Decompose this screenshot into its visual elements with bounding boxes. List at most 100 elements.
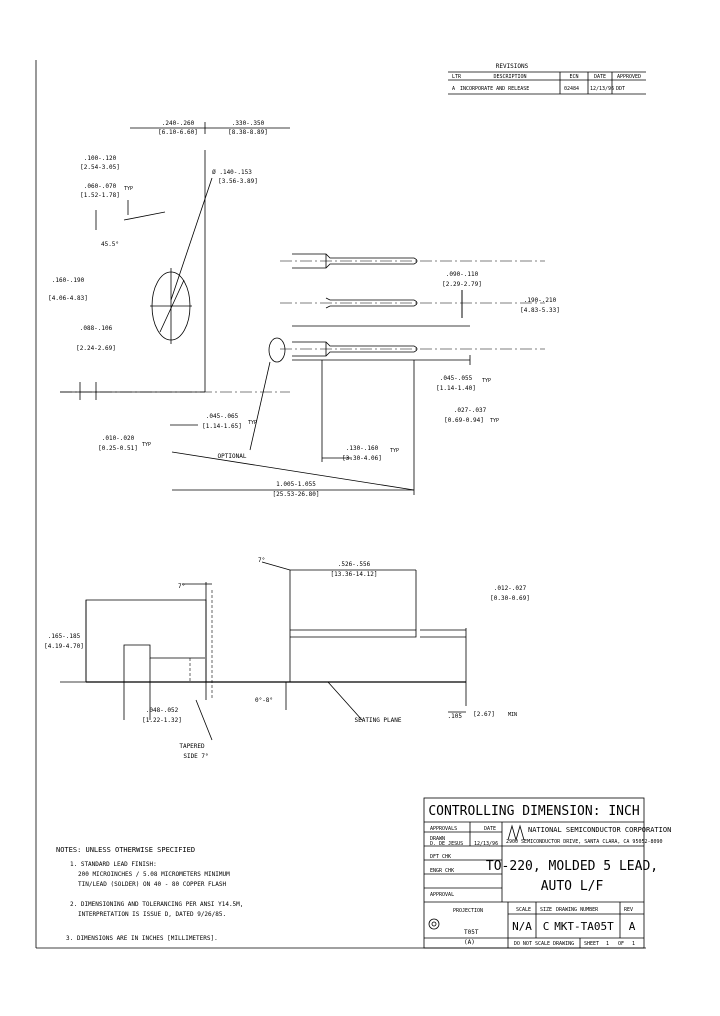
dim-045-055-typ: TYP — [482, 378, 491, 384]
label-tapered: TAPERED — [179, 743, 205, 750]
sheet-label: SHEET — [584, 941, 599, 947]
lead-side — [290, 629, 417, 638]
engr-chk-label: ENGR CHK — [430, 868, 454, 874]
dim-240-260: .240-.260 — [162, 120, 195, 127]
angle-7-top: 7° — [178, 583, 185, 590]
package-body-side — [85, 599, 207, 682]
dft-chk-label: DFT CHK — [430, 854, 451, 860]
projection-label: PROJECTION — [453, 908, 483, 914]
optional-feature — [268, 337, 286, 363]
dim-130-160-mm: [3.30-4.06] — [342, 455, 382, 462]
dim-010-020-mm: [0.25-0.51] — [98, 445, 138, 452]
rev-col-approved: APPROVED — [617, 74, 641, 80]
rev-row-ltr: A — [452, 86, 455, 92]
rev-col-ecn: ECN — [569, 74, 578, 80]
ns-logo-icon — [507, 824, 525, 842]
sheet-number: 1 — [606, 941, 609, 947]
drawn-label: DRAWN — [430, 836, 445, 842]
dim-190-210: .190-.210 — [524, 297, 557, 304]
dim-048-052-mm: [1.22-1.32] — [142, 717, 182, 724]
company-address: 2900 SEMICONDUCTOR DRIVE, SANTA CLARA, C… — [506, 839, 663, 845]
rev-row-approved: DDT — [616, 86, 625, 92]
of-label: OF — [618, 941, 624, 947]
revisions-block: REVISIONS LTR DESCRIPTION ECN DATE APPRO… — [448, 63, 646, 95]
projection-symbol-icon — [428, 918, 440, 930]
scale-note: DO NOT SCALE DRAWING — [514, 941, 574, 947]
drawn-by: D. DE JESUS — [430, 841, 463, 847]
approvals-label: APPROVALS — [430, 826, 457, 832]
drawn-date: 12/13/96 — [474, 841, 498, 847]
note-1b: 200 MICROINCHES / 5.08 MICROMETERS MINIM… — [78, 871, 230, 878]
dim-105-min: MIN — [508, 712, 517, 718]
dim-060-070-mm: [1.52-1.78] — [80, 192, 120, 199]
rev-row-description: INCORPORATE AND RELEASE — [460, 86, 529, 92]
dwg-number: MKT-TA05T — [554, 920, 614, 933]
dim-105-mm: [2.67] — [473, 711, 495, 718]
drawing-title-line1: TO-220, MOLDED 5 LEAD, — [486, 859, 658, 874]
rev-row-ecn: 02484 — [564, 86, 579, 92]
approval-label: APPROVAL — [430, 892, 454, 898]
size-value: C — [543, 920, 550, 933]
rev-value: A — [629, 920, 636, 933]
dim-012-027: .012-.027 — [494, 585, 527, 592]
dim-1005-1055-mm: [25.53-26.80] — [273, 491, 320, 498]
view-label-2: (A) — [464, 939, 475, 946]
drawing-title-line2: AUTO L/F — [541, 879, 604, 894]
dim-1005-1055: 1.005-1.055 — [276, 481, 316, 488]
dim-045-065-typ: TYP — [248, 420, 257, 426]
rev-col-description: DESCRIPTION — [493, 74, 526, 80]
dim-100-120: .100-.120 — [84, 155, 117, 162]
angle-0-8: 0°-8° — [255, 697, 273, 704]
dim-105: .105 — [448, 713, 463, 720]
dim-088-106-mm: [2.24-2.69] — [76, 345, 116, 352]
note-1a: 1. STANDARD LEAD FINISH: — [70, 861, 157, 868]
label-side-7: SIDE 7° — [183, 753, 208, 760]
dim-010-020: .010-.020 — [102, 435, 135, 442]
dim-hole: Ø .140-.153 — [212, 169, 252, 176]
dim-330-350: .330-.350 — [232, 120, 265, 127]
dim-048-052: .048-.052 — [146, 707, 179, 714]
dim-060-070-typ: TYP — [124, 186, 133, 192]
dim-330-350-mm: [8.38-8.89] — [228, 129, 268, 136]
angle-7-upper: 7° — [258, 557, 265, 564]
dim-angle-45: 45.5° — [101, 241, 119, 248]
dim-027-037-mm: [0.69-0.94] — [444, 417, 484, 424]
dim-526-556: .526-.556 — [338, 561, 371, 568]
dim-027-037-typ: TYP — [490, 418, 499, 424]
notes-block: NOTES: UNLESS OTHERWISE SPECIFIED 1. STA… — [56, 846, 243, 942]
dwg-number-label: DRAWING NUMBER — [556, 907, 599, 913]
note-3: 3. DIMENSIONS ARE IN INCHES [MILLIMETERS… — [66, 935, 218, 942]
controlling-dimension: CONTROLLING DIMENSION: INCH — [428, 804, 639, 819]
rev-col-ltr: LTR — [452, 74, 462, 80]
side-view: 7° 7° .526-.556 [13.36-14.12] .012-.027 … — [44, 557, 530, 760]
dim-010-020-typ: TYP — [142, 442, 151, 448]
company-name: NATIONAL SEMICONDUCTOR CORPORATION — [528, 826, 671, 834]
dim-165-185: .165-.185 — [48, 633, 81, 640]
dim-160-190-mm: [4.06-4.83] — [48, 295, 88, 302]
note-2b: INTERPRETATION IS ISSUE D, DATED 9/26/85… — [78, 911, 226, 918]
dim-240-260-mm: [6.10-6.60] — [158, 129, 198, 136]
dim-045-055: .045-.055 — [440, 375, 473, 382]
dim-130-160: .130-.160 — [346, 445, 379, 452]
title-block: CONTROLLING DIMENSION: INCH APPROVALS DA… — [423, 797, 671, 949]
scale-label: SCALE — [516, 907, 531, 913]
dim-160-190: .160-.190 — [52, 277, 85, 284]
dim-526-556-mm: [13.36-14.12] — [331, 571, 378, 578]
dim-045-055-mm: [1.14-1.40] — [436, 385, 476, 392]
scale-value: N/A — [512, 920, 532, 933]
dim-027-037: .027-.037 — [454, 407, 487, 414]
notes-title: NOTES: UNLESS OTHERWISE SPECIFIED — [56, 846, 195, 854]
dim-130-160-typ: TYP — [390, 448, 399, 454]
dim-090-110-mm: [2.29-2.79] — [442, 281, 482, 288]
rev-col-date: DATE — [594, 74, 606, 80]
dim-090-110: .090-.110 — [446, 271, 479, 278]
top-view: .240-.260 [6.10-6.60] .330-.350 [8.38-8.… — [48, 120, 560, 498]
dim-045-065-mm: [1.14-1.65] — [202, 423, 242, 430]
date-label: DATE — [484, 826, 496, 832]
dim-012-027-mm: [0.30-0.69] — [490, 595, 530, 602]
dim-100-120-mm: [2.54-3.05] — [80, 164, 120, 171]
view-label-1: T05T — [464, 929, 479, 936]
dim-045-065: .045-.065 — [206, 413, 239, 420]
note-2a: 2. DIMENSIONING AND TOLERANCING PER ANSI… — [70, 901, 243, 908]
